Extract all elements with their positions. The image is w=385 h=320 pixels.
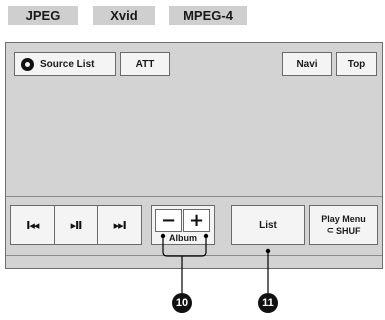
play-menu-button[interactable]: Play Menu ⊂ SHUF bbox=[309, 205, 378, 245]
callout-line-10 bbox=[162, 236, 183, 293]
play-pause-icon: ▸II bbox=[70, 218, 83, 232]
next-track-button[interactable]: ▸▸I bbox=[97, 206, 141, 244]
disc-icon bbox=[21, 57, 34, 71]
format-badge-xvid: Xvid bbox=[93, 6, 155, 25]
playback-screen: Source List ATT Navi Top I◂◂ ▸II ▸▸I − +… bbox=[5, 42, 383, 269]
list-button[interactable]: List bbox=[231, 205, 305, 245]
format-badge-mpeg4: MPEG-4 bbox=[169, 6, 247, 25]
shuffle-row: ⊂ SHUF bbox=[326, 225, 360, 237]
skip-back-icon: I◂◂ bbox=[26, 218, 39, 232]
minus-icon: − bbox=[160, 210, 177, 231]
album-minus-button[interactable]: − bbox=[155, 209, 182, 232]
source-list-button[interactable]: Source List bbox=[14, 52, 116, 76]
album-label: Album bbox=[169, 233, 197, 243]
callout-number-10: 10 bbox=[172, 293, 192, 313]
top-button[interactable]: Top bbox=[336, 52, 377, 76]
callout-dot-minus bbox=[160, 233, 166, 239]
source-list-label: Source List bbox=[40, 58, 95, 70]
transport-controls: I◂◂ ▸II ▸▸I bbox=[10, 205, 142, 245]
previous-track-button[interactable]: I◂◂ bbox=[11, 206, 54, 244]
att-button[interactable]: ATT bbox=[120, 52, 170, 76]
plus-icon: + bbox=[188, 210, 205, 231]
screen-divider bbox=[6, 196, 382, 197]
format-badge-jpeg: JPEG bbox=[8, 6, 78, 25]
callout-dot-plus bbox=[203, 233, 209, 239]
album-control: − + Album bbox=[151, 205, 215, 245]
album-plus-button[interactable]: + bbox=[183, 209, 210, 232]
navi-button[interactable]: Navi bbox=[282, 52, 332, 76]
shuffle-icon: ⊂ bbox=[326, 226, 335, 236]
skip-forward-icon: ▸▸I bbox=[113, 218, 127, 232]
callout-dot-list bbox=[265, 248, 271, 254]
play-menu-label: Play Menu bbox=[321, 214, 366, 224]
play-pause-button[interactable]: ▸II bbox=[53, 206, 98, 244]
callout-number-11: 11 bbox=[258, 293, 278, 313]
shuffle-label: SHUF bbox=[336, 226, 361, 236]
control-bar: I◂◂ ▸II ▸▸I − + Album List Play Menu ⊂ S… bbox=[6, 197, 382, 255]
callout-line-10b bbox=[182, 236, 207, 257]
